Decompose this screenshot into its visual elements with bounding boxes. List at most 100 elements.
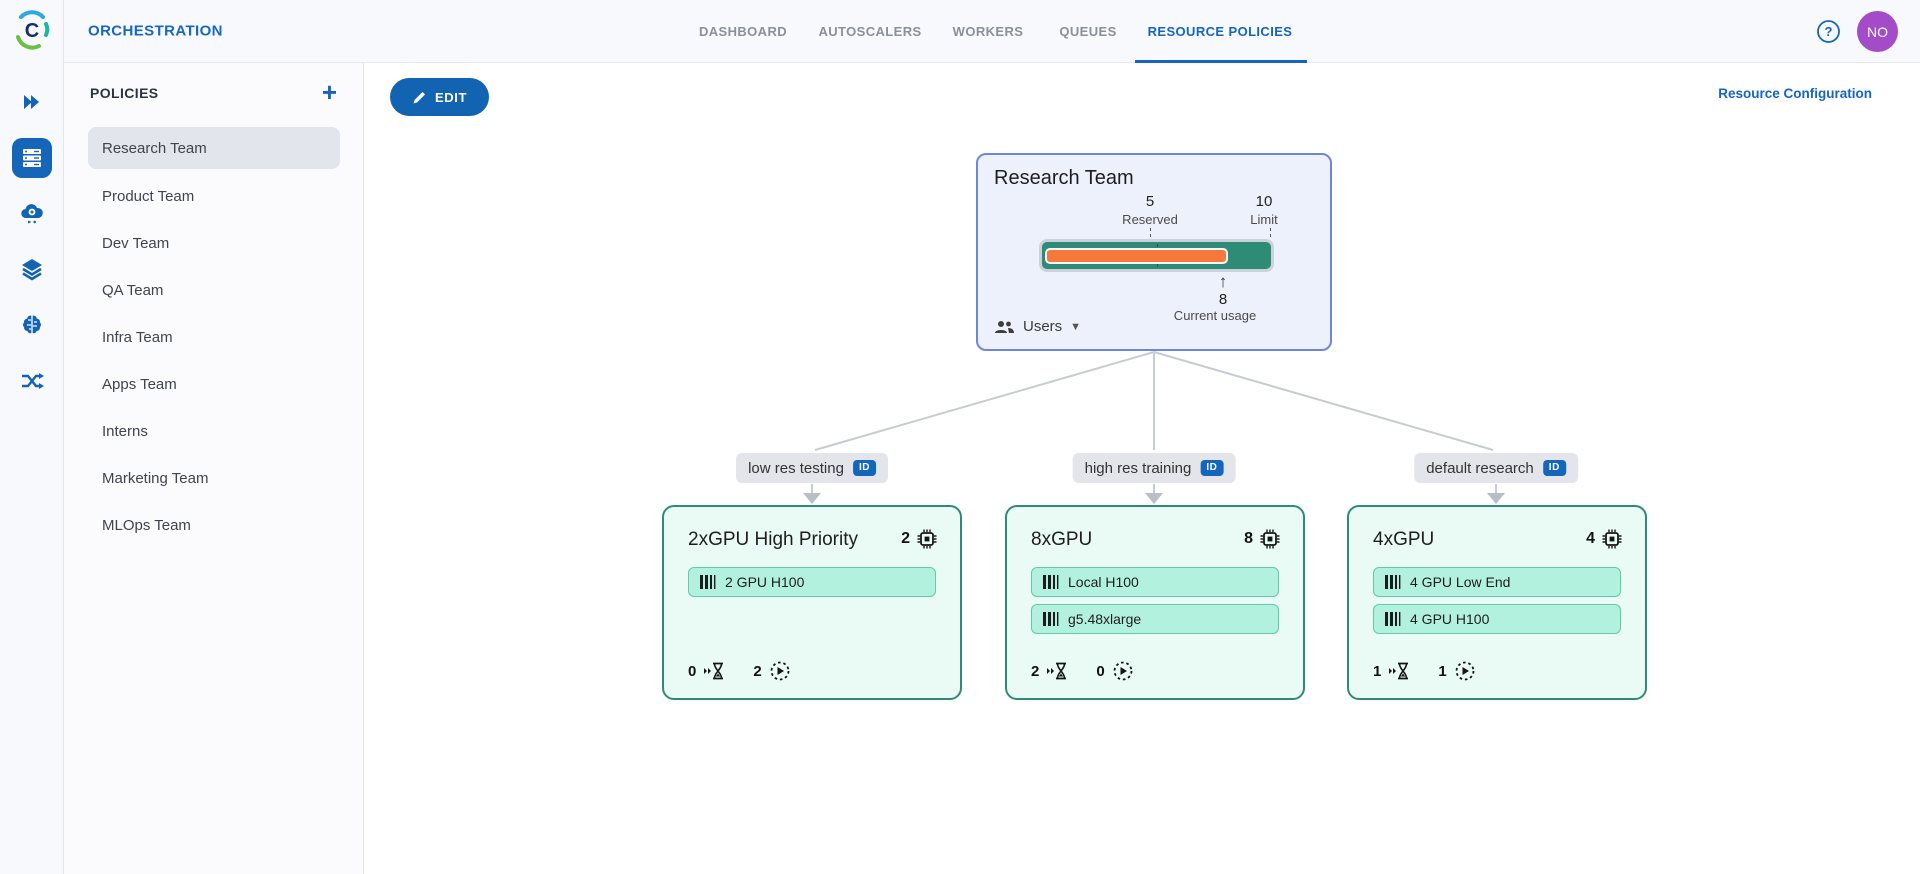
running-play-icon <box>1455 661 1475 681</box>
tag-list: 4 GPU Low End 4 GPU H100 <box>1373 567 1621 641</box>
edit-button-label: EDIT <box>435 89 468 105</box>
policy-item-infra-team[interactable]: Infra Team <box>102 328 173 346</box>
resource-configuration-link[interactable]: Resource Configuration <box>1718 86 1872 101</box>
pending-count: 1 <box>1373 662 1382 680</box>
add-policy-button[interactable]: + <box>321 77 337 107</box>
gpu-card-stats: 1 1 <box>1373 660 1476 682</box>
active-tab-underline <box>1135 60 1307 63</box>
barcode-icon <box>1043 612 1059 626</box>
brain-icon[interactable] <box>12 305 52 345</box>
tag-list: Local H100 g5.48xlarge <box>1031 567 1279 641</box>
gpu-card-stats: 2 0 <box>1031 660 1134 682</box>
users-dropdown[interactable]: Users ▼ <box>994 318 1081 335</box>
usage-bar <box>1039 239 1274 272</box>
resource-tag: 4 GPU Low End <box>1373 567 1621 597</box>
running-count: 2 <box>753 662 762 680</box>
resource-tag-label: 2 GPU H100 <box>725 574 805 590</box>
running-count: 0 <box>1096 662 1105 680</box>
reserved-tick <box>1150 228 1151 237</box>
id-badge[interactable]: ID <box>1542 460 1566 476</box>
policy-item-product-team[interactable]: Product Team <box>102 187 195 205</box>
gpu-count-value: 8 <box>1244 530 1253 547</box>
barcode-icon <box>1043 575 1059 589</box>
branch-chip-label: low res testing <box>748 459 844 477</box>
gpu-card-4xgpu[interactable]: 4xGPU 4 4 GPU Low End 4 GPU H100 <box>1347 505 1647 700</box>
icon-rail: C <box>0 0 64 874</box>
gpu-count-value: 2 <box>901 530 910 547</box>
gpu-count-value: 4 <box>1586 530 1595 547</box>
branch-chip-high-res-training[interactable]: high res training ID <box>1072 453 1236 483</box>
policy-item-interns[interactable]: Interns <box>102 422 148 440</box>
branch-chip-label: default research <box>1426 459 1534 477</box>
current-usage-arrow-icon: ↑ <box>1218 272 1228 291</box>
expand-double-chevron-icon[interactable] <box>12 82 52 122</box>
workflow-shuffle-icon[interactable] <box>12 361 52 401</box>
limit-value: 10 <box>1255 193 1273 210</box>
running-play-icon <box>1113 661 1133 681</box>
tab-autoscalers[interactable]: AUTOSCALERS <box>818 24 922 39</box>
tab-queues[interactable]: QUEUES <box>1059 24 1117 39</box>
root-node-title: Research Team <box>994 167 1134 189</box>
gpu-card-8xgpu[interactable]: 8xGPU 8 Local H100 g5.48xlarge <box>1005 505 1305 700</box>
policies-panel: POLICIES + Research Team Product Team De… <box>64 63 364 874</box>
reserved-label: Reserved <box>1122 212 1178 227</box>
limit-label: Limit <box>1250 212 1278 227</box>
resource-tag: Local H100 <box>1031 567 1279 597</box>
resource-tag-label: g5.48xlarge <box>1068 611 1142 627</box>
edit-button[interactable]: EDIT <box>390 78 490 116</box>
chip-icon <box>1260 529 1280 549</box>
pending-hourglass-icon <box>704 662 724 680</box>
policy-item-mlops-team[interactable]: MLOps Team <box>102 516 191 534</box>
policies-panel-title: POLICIES <box>90 85 159 101</box>
policy-item-research-team[interactable]: Research Team <box>88 127 340 169</box>
app-logo[interactable]: C <box>13 9 51 51</box>
gpu-card-2xgpu-high-priority[interactable]: 2xGPU High Priority 2 2 GPU H100 0 <box>662 505 962 700</box>
cloud-gear-icon[interactable] <box>12 194 52 234</box>
pending-count: 0 <box>688 662 697 680</box>
policy-item-apps-team[interactable]: Apps Team <box>102 375 177 393</box>
limit-tick <box>1270 228 1271 237</box>
tab-workers[interactable]: WORKERS <box>952 24 1024 39</box>
root-policy-node[interactable]: Research Team 5 Reserved 10 Limit ↑ 8 Cu… <box>976 153 1332 351</box>
servers-icon[interactable] <box>11 138 52 178</box>
barcode-icon <box>700 575 716 589</box>
policy-item-marketing-team[interactable]: Marketing Team <box>102 469 209 487</box>
resource-tag-label: Local H100 <box>1068 574 1139 590</box>
reserved-value: 5 <box>1145 193 1155 210</box>
top-bar: ORCHESTRATION DASHBOARD AUTOSCALERS WORK… <box>64 0 1920 63</box>
tab-resource-policies[interactable]: RESOURCE POLICIES <box>1147 24 1293 39</box>
resource-tag-label: 4 GPU H100 <box>1410 611 1490 627</box>
chevron-down-icon: ▼ <box>1070 320 1082 333</box>
gpu-card-title: 8xGPU <box>1031 529 1093 550</box>
pencil-icon <box>413 91 425 103</box>
running-play-icon <box>770 661 790 681</box>
tag-list: 2 GPU H100 <box>688 567 936 604</box>
branch-chip-default-research[interactable]: default research ID <box>1414 453 1578 483</box>
usage-bar-fill <box>1045 247 1229 264</box>
id-badge[interactable]: ID <box>1200 460 1224 476</box>
branch-chip-low-res-testing[interactable]: low res testing ID <box>736 453 888 483</box>
tab-dashboard[interactable]: DASHBOARD <box>698 24 788 39</box>
policy-item-qa-team[interactable]: QA Team <box>102 281 164 299</box>
barcode-icon <box>1385 612 1401 626</box>
users-label: Users <box>1023 318 1063 335</box>
resource-tag: 2 GPU H100 <box>688 567 936 597</box>
gpu-count: 8 <box>1244 528 1281 550</box>
pending-count: 2 <box>1031 662 1040 680</box>
help-icon[interactable]: ? <box>1816 19 1841 44</box>
gpu-count: 4 <box>1586 528 1623 550</box>
pending-hourglass-icon <box>1389 662 1409 680</box>
branch-chip-label: high res training <box>1084 459 1192 477</box>
svg-text:C: C <box>25 20 39 42</box>
gpu-card-stats: 0 2 <box>688 660 791 682</box>
gpu-card-title: 4xGPU <box>1373 529 1435 550</box>
app-title: ORCHESTRATION <box>88 22 223 40</box>
svg-text:?: ? <box>1825 24 1833 39</box>
avatar[interactable]: NO <box>1857 11 1898 52</box>
current-usage-value: 8 <box>1218 291 1228 308</box>
chip-icon <box>917 529 937 549</box>
policy-item-dev-team[interactable]: Dev Team <box>102 234 170 252</box>
layers-icon[interactable] <box>12 249 52 289</box>
id-badge[interactable]: ID <box>852 460 876 476</box>
resource-tag: 4 GPU H100 <box>1373 604 1621 634</box>
